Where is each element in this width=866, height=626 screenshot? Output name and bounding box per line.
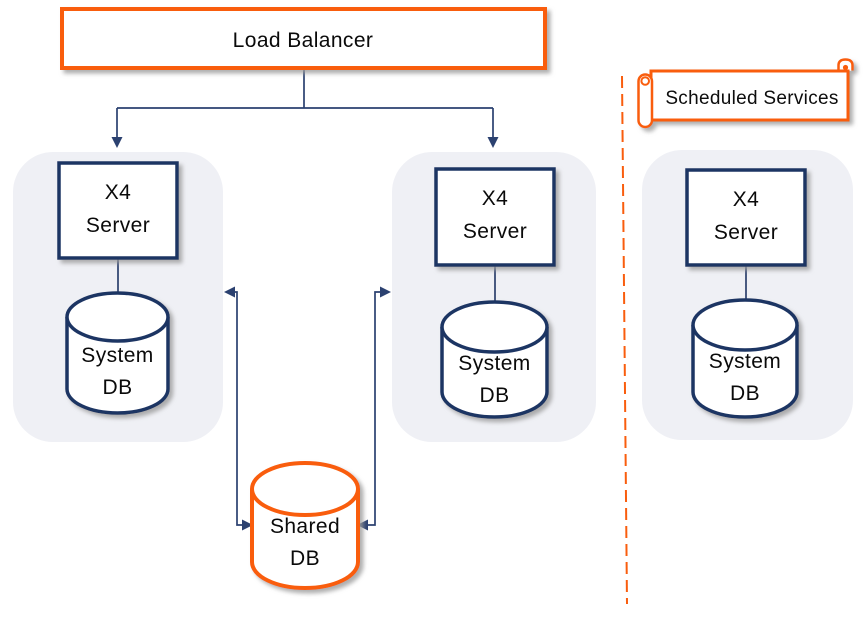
- shared-db-connector-right: [357, 286, 391, 531]
- shared-db-label-line1: Shared: [270, 515, 340, 538]
- scroll-curl-dot: [842, 64, 849, 71]
- system-db-label-line1: System: [81, 344, 153, 367]
- load-balancer-label: Load Balancer: [233, 29, 374, 52]
- x4-server-label-line2: Server: [714, 221, 778, 244]
- server-group-scheduled: X4 Server System DB: [685, 168, 807, 419]
- arrowhead-left-icon: [224, 286, 235, 298]
- system-db-node: [691, 298, 799, 419]
- x4-server-label-line1: X4: [105, 181, 132, 204]
- arrowhead-down-icon: [487, 137, 499, 148]
- system-db-label-line2: DB: [103, 376, 133, 399]
- x4-server-label-line2: Server: [86, 214, 150, 237]
- system-db-node: [440, 300, 549, 419]
- load-balancer-branch-connector: [111, 68, 499, 148]
- scheduled-services-banner: Scheduled Services: [637, 58, 854, 129]
- x4-server-node: X4 Server: [434, 167, 556, 267]
- load-balancer-node: Load Balancer: [60, 7, 547, 70]
- arrowhead-right-icon: [242, 519, 253, 531]
- scheduled-services-label: Scheduled Services: [665, 88, 838, 109]
- server-group-1: X4 Server System DB: [57, 161, 179, 415]
- shared-db-label-line2: DB: [290, 547, 320, 570]
- x4-server-node: X4 Server: [57, 161, 179, 260]
- system-db-label-line2: DB: [730, 382, 760, 405]
- system-db-label-line2: DB: [480, 384, 510, 407]
- x4-server-label-line1: X4: [733, 188, 760, 211]
- arrowhead-down-icon: [111, 137, 123, 148]
- x4-server-label-line2: Server: [463, 220, 527, 243]
- arrowhead-right-icon: [380, 286, 391, 298]
- system-db-node: [65, 291, 170, 415]
- scroll-tube-ring: [640, 76, 651, 86]
- scheduled-services-divider: [621, 75, 628, 605]
- x4-server-node: X4 Server: [685, 168, 807, 267]
- scroll-tube: [637, 73, 654, 129]
- arrowhead-left-icon: [357, 519, 368, 531]
- system-db-label-line1: System: [709, 350, 781, 373]
- shared-db-node: Shared DB: [250, 461, 360, 590]
- x4-server-label-line1: X4: [482, 187, 509, 210]
- system-db-label-line1: System: [458, 352, 530, 375]
- shared-db-connector-left: [224, 286, 253, 531]
- server-group-2: X4 Server System DB: [434, 167, 556, 419]
